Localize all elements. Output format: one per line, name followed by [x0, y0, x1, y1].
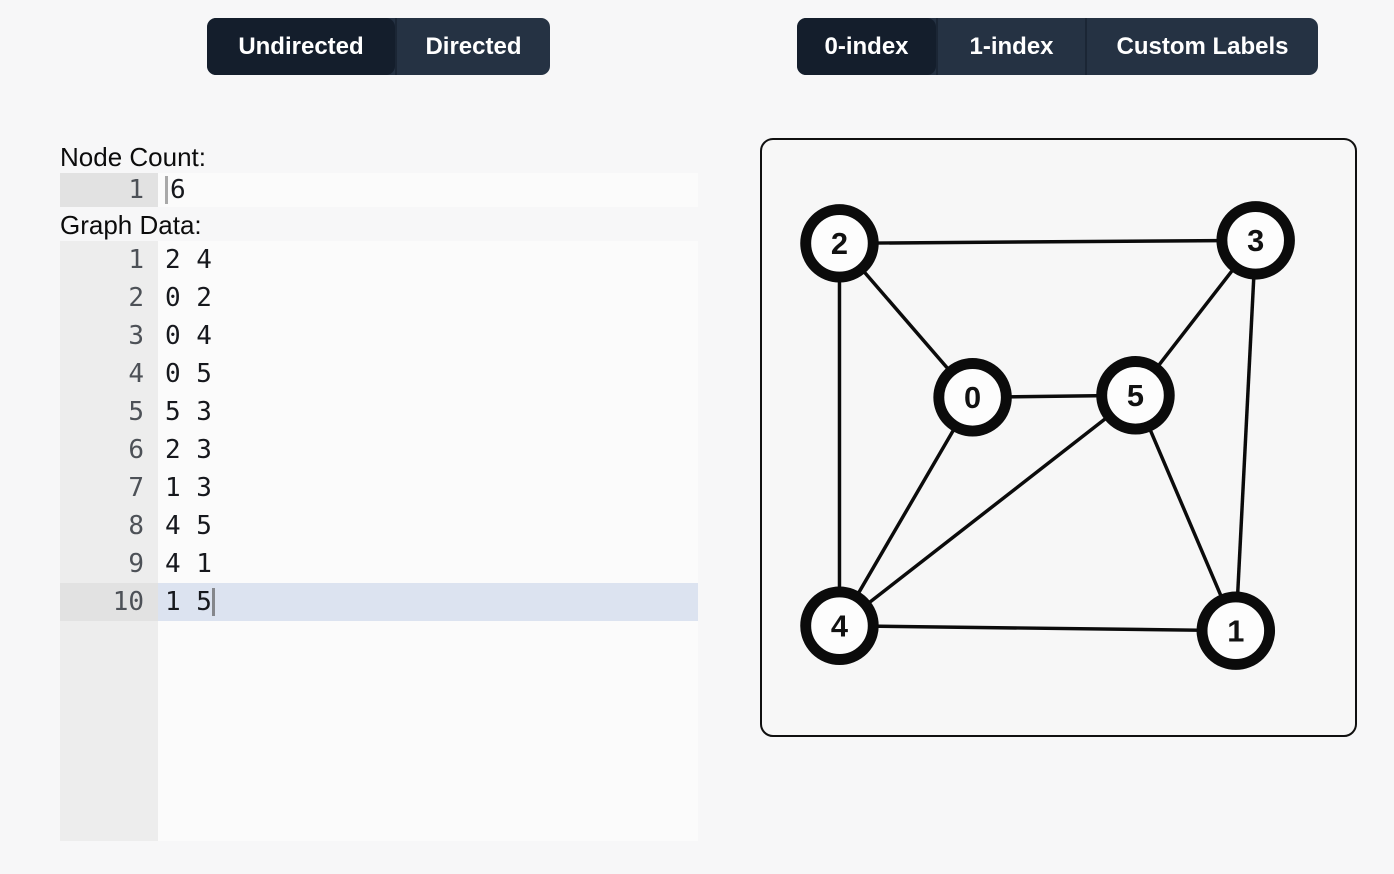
line-number: 10: [60, 583, 158, 621]
toggle-1-index[interactable]: 1-index: [936, 18, 1085, 75]
node-circle[interactable]: [800, 204, 879, 283]
node-label: 2: [831, 226, 848, 261]
toggle-custom-labels[interactable]: Custom Labels: [1085, 18, 1318, 75]
editor-line-text[interactable]: 4 5: [165, 511, 212, 541]
graph-edge-1-3: [1234, 240, 1258, 631]
graph-node-4[interactable]: 4: [800, 586, 879, 665]
node-label: 0: [964, 380, 981, 415]
node-circle[interactable]: [1096, 356, 1175, 435]
text-cursor: [165, 176, 168, 204]
graph-node-3[interactable]: 3: [1216, 201, 1295, 280]
editor-line-text[interactable]: 2 4: [165, 245, 212, 275]
node-count-label: Node Count:: [60, 142, 206, 172]
node-label: 5: [1127, 378, 1144, 413]
editor-line-text[interactable]: 1 3: [165, 473, 212, 503]
indexing-toggle: 0-index 1-index Custom Labels: [797, 18, 1318, 75]
graph-canvas[interactable]: 0 1 2 3 4 5: [760, 138, 1357, 737]
node-circle[interactable]: [1216, 201, 1295, 280]
node-label: 1: [1227, 614, 1244, 649]
line-number: 1: [60, 173, 158, 207]
graph-svg: 0 1 2 3 4 5: [800, 201, 1295, 670]
editor-line-text[interactable]: 6: [158, 173, 698, 207]
line-number: 4: [60, 355, 158, 393]
graph-node-1[interactable]: 1: [1196, 591, 1276, 670]
line-number: 5: [60, 393, 158, 431]
node-label: 3: [1247, 223, 1264, 258]
graph-edge-2-3: [839, 238, 1256, 246]
node-circle[interactable]: [933, 358, 1012, 437]
graph-edge-1-5: [1133, 394, 1238, 632]
line-number: 9: [60, 545, 158, 583]
line-number: 7: [60, 469, 158, 507]
graph-node-0[interactable]: 0: [933, 358, 1012, 437]
editor-line-text[interactable]: 4 1: [165, 549, 212, 579]
editor-line-text[interactable]: 0 5: [165, 359, 212, 389]
editor-line-text[interactable]: 1 5: [158, 583, 698, 621]
node-label: 4: [831, 609, 848, 644]
editor-line-text[interactable]: 2 3: [165, 435, 212, 465]
graph-node-2[interactable]: 2: [800, 204, 879, 283]
graph-edge-4-1: [839, 623, 1236, 633]
line-number: 1: [60, 241, 158, 279]
graph-edge-0-4: [837, 396, 975, 627]
graph-data-label: Graph Data:: [60, 210, 202, 240]
line-number: 2: [60, 279, 158, 317]
line-number: 3: [60, 317, 158, 355]
editor-line-text[interactable]: 0 2: [165, 283, 212, 313]
editor-line-text[interactable]: 0 4: [165, 321, 212, 351]
toggle-directed[interactable]: Directed: [395, 18, 550, 75]
toggle-0-index[interactable]: 0-index: [797, 18, 936, 75]
direction-toggle: Undirected Directed: [207, 18, 550, 75]
text-cursor: [211, 588, 215, 616]
graph-edge-4-5: [838, 393, 1137, 628]
line-number: 6: [60, 431, 158, 469]
editor-line-text[interactable]: 5 3: [165, 397, 212, 427]
node-circle[interactable]: [1196, 591, 1276, 670]
toggle-undirected[interactable]: Undirected: [207, 18, 395, 75]
line-number: 8: [60, 507, 158, 545]
graph-node-5[interactable]: 5: [1096, 356, 1175, 435]
node-circle[interactable]: [800, 586, 879, 665]
